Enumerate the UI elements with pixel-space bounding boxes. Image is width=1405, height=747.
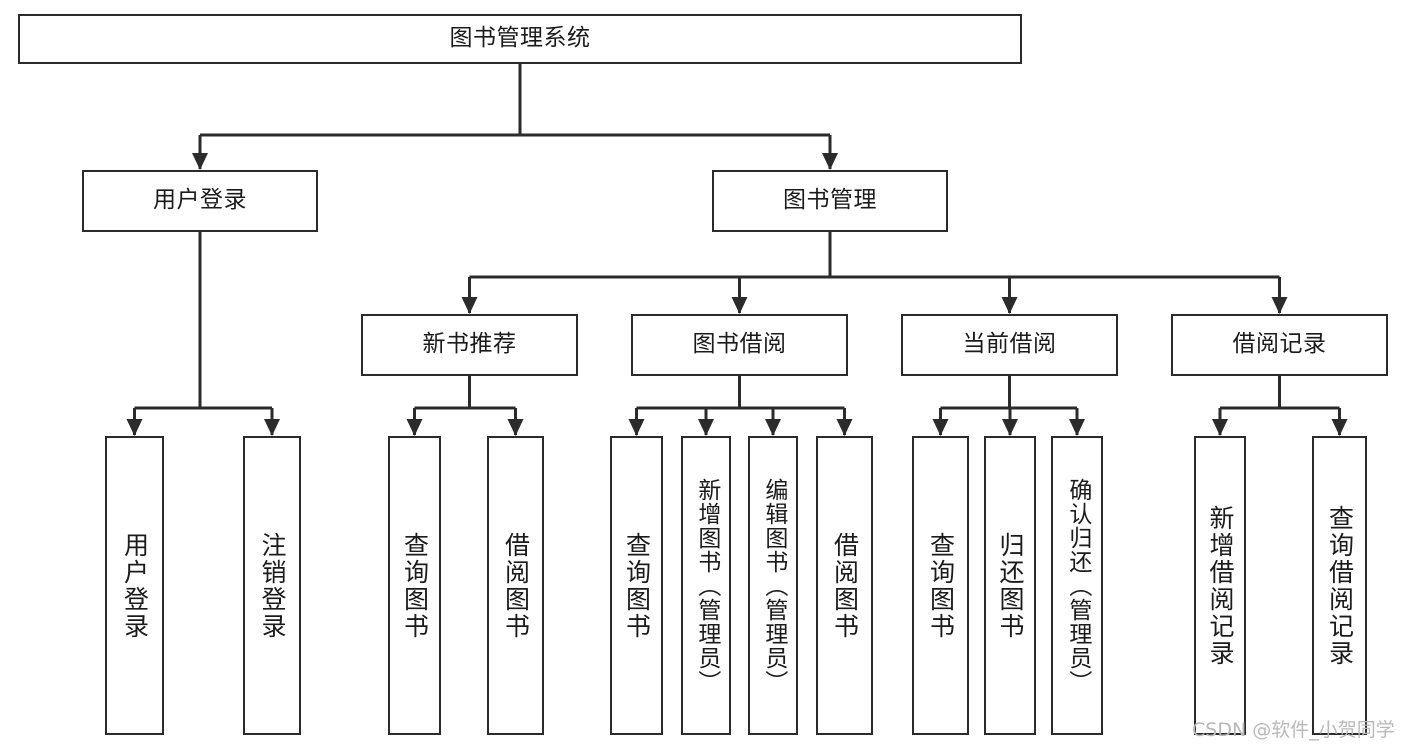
node-book-borrow[interactable]: 图书借阅 (631, 314, 848, 376)
leaf-logout[interactable]: 注销登录 (243, 436, 301, 735)
leaf-borrow-book-recommend[interactable]: 借阅图书 (487, 436, 544, 735)
leaf-user-login[interactable]: 用户登录 (105, 436, 164, 735)
node-label: 新增借阅记录 (1206, 504, 1235, 667)
node-user-login[interactable]: 用户登录 (82, 170, 318, 232)
leaf-query-borrow-record[interactable]: 查询借阅记录 (1312, 436, 1367, 735)
node-label: 用户登录 (120, 531, 150, 640)
leaf-return-book[interactable]: 归还图书 (984, 436, 1036, 735)
node-borrow-record[interactable]: 借阅记录 (1171, 314, 1388, 376)
leaf-query-book-borrow[interactable]: 查询图书 (610, 436, 663, 735)
node-label: 新书推荐 (422, 331, 517, 358)
node-label: 注销登录 (258, 531, 287, 640)
leaf-add-book-admin[interactable]: 新增图书（管理员） (681, 436, 731, 735)
node-label: 查询图书 (400, 531, 430, 640)
node-new-book-recommend[interactable]: 新书推荐 (361, 314, 578, 376)
node-label: 新增图书（管理员） (693, 477, 720, 694)
node-label: 图书管理系统 (449, 25, 591, 52)
node-label: 归还图书 (996, 531, 1025, 640)
node-label: 用户登录 (153, 187, 247, 214)
node-label: 查询图书 (926, 531, 956, 640)
node-label: 查询图书 (622, 531, 652, 640)
csdn-watermark: CSDN @软件_小贺同学 (1192, 719, 1395, 741)
node-label: 确认归还（管理员） (1064, 477, 1091, 694)
leaf-query-book-current[interactable]: 查询图书 (912, 436, 969, 735)
node-label: 借阅图书 (830, 531, 860, 640)
leaf-confirm-return-admin[interactable]: 确认归还（管理员） (1051, 436, 1103, 735)
node-label: 图书借阅 (692, 331, 787, 358)
leaf-borrow-book[interactable]: 借阅图书 (816, 436, 873, 735)
node-label: 图书管理 (783, 187, 877, 214)
node-current-borrow[interactable]: 当前借阅 (901, 314, 1118, 376)
node-label: 借阅记录 (1232, 331, 1327, 358)
leaf-add-borrow-record[interactable]: 新增借阅记录 (1194, 436, 1246, 735)
leaf-query-book-recommend[interactable]: 查询图书 (388, 436, 441, 735)
node-book-management[interactable]: 图书管理 (712, 170, 948, 232)
node-label: 借阅图书 (501, 531, 531, 640)
node-label: 当前借阅 (962, 331, 1057, 358)
leaf-edit-book-admin[interactable]: 编辑图书（管理员） (748, 436, 798, 735)
node-label: 查询借阅记录 (1325, 504, 1355, 667)
node-root-system[interactable]: 图书管理系统 (18, 14, 1022, 64)
node-label: 编辑图书（管理员） (760, 477, 787, 694)
